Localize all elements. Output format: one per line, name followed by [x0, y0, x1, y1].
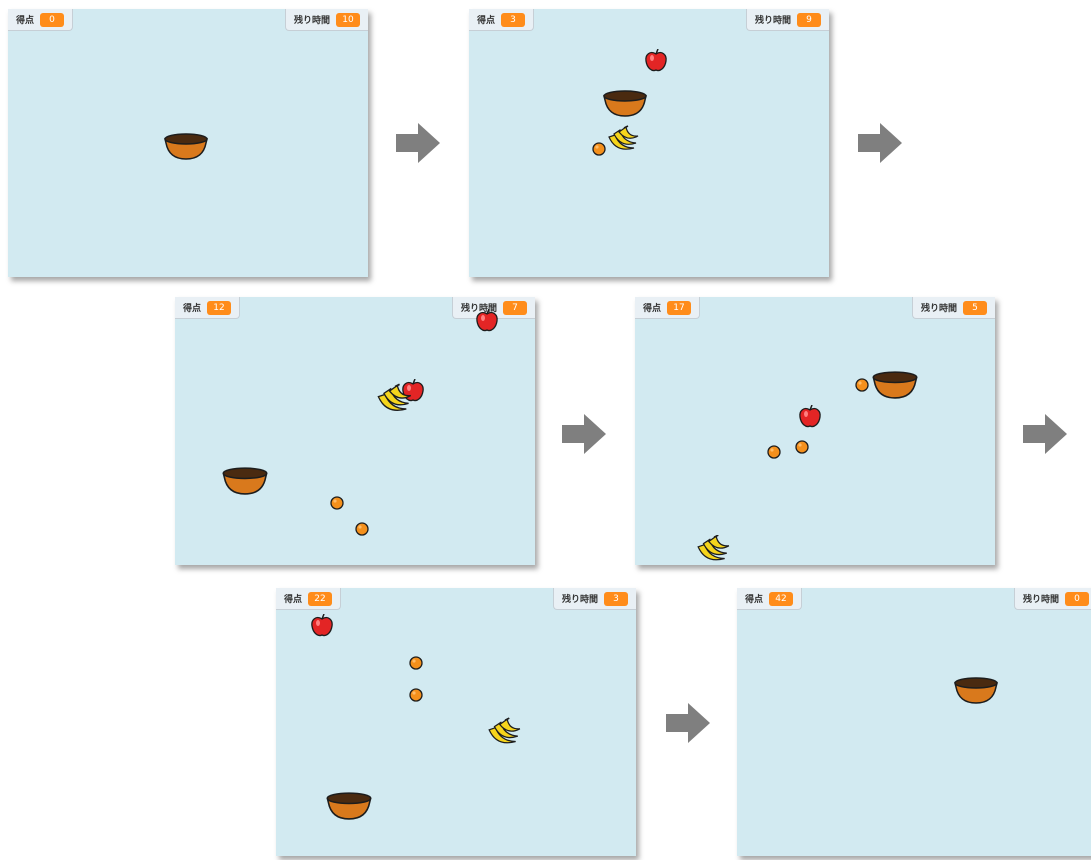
orange-icon — [767, 445, 781, 459]
orange-icon — [855, 378, 869, 392]
game-stage-frame-4[interactable]: 得点 17 残り時間 5 — [635, 297, 995, 565]
time-value: 9 — [797, 13, 821, 27]
time-value: 7 — [503, 301, 527, 315]
bowl-icon[interactable] — [325, 788, 373, 821]
score-monitor: 得点 17 — [635, 297, 700, 319]
banana-icon — [606, 124, 640, 156]
arrow-right-icon — [396, 123, 440, 163]
score-value: 0 — [40, 13, 64, 27]
banana-icon — [695, 535, 731, 565]
time-value: 0 — [1065, 592, 1089, 606]
bowl-icon[interactable] — [602, 86, 648, 118]
time-monitor: 残り時間 5 — [912, 297, 995, 319]
apple-icon — [644, 49, 668, 73]
apple-icon — [475, 309, 499, 333]
game-stage-frame-1[interactable]: 得点 0 残り時間 10 — [8, 9, 368, 277]
score-label: 得点 — [284, 592, 302, 605]
time-monitor: 残り時間 10 — [285, 9, 368, 31]
score-monitor: 得点 3 — [469, 9, 534, 31]
time-value: 3 — [604, 592, 628, 606]
time-label: 残り時間 — [755, 13, 791, 26]
score-monitor: 得点 0 — [8, 9, 73, 31]
banana-icon — [486, 717, 522, 749]
arrow-right-icon — [666, 703, 710, 743]
bowl-icon[interactable] — [221, 463, 269, 496]
score-monitor: 得点 42 — [737, 588, 802, 610]
orange-icon — [409, 688, 423, 702]
orange-icon — [330, 496, 344, 510]
game-stage-frame-5[interactable]: 得点 22 残り時間 3 — [276, 588, 636, 856]
time-monitor: 残り時間 3 — [553, 588, 636, 610]
orange-icon — [795, 440, 809, 454]
time-monitor: 残り時間 9 — [746, 9, 829, 31]
score-value: 22 — [308, 592, 332, 606]
time-monitor: 残り時間 0 — [1014, 588, 1091, 610]
score-value: 42 — [769, 592, 793, 606]
time-value: 5 — [963, 301, 987, 315]
score-value: 12 — [207, 301, 231, 315]
score-value: 17 — [667, 301, 691, 315]
orange-icon — [355, 522, 369, 536]
time-label: 残り時間 — [562, 592, 598, 605]
score-value: 3 — [501, 13, 525, 27]
apple-icon — [798, 405, 822, 429]
time-label: 残り時間 — [294, 13, 330, 26]
arrow-right-icon — [1023, 414, 1067, 454]
arrow-right-icon — [562, 414, 606, 454]
score-label: 得点 — [745, 592, 763, 605]
time-label: 残り時間 — [1023, 592, 1059, 605]
time-label: 残り時間 — [921, 301, 957, 314]
game-stage-frame-6[interactable]: 得点 42 残り時間 0 — [737, 588, 1091, 856]
banana-icon — [375, 383, 413, 417]
score-label: 得点 — [183, 301, 201, 314]
bowl-icon[interactable] — [163, 129, 209, 161]
score-label: 得点 — [16, 13, 34, 26]
game-stage-frame-2[interactable]: 得点 3 残り時間 9 — [469, 9, 829, 277]
orange-icon — [592, 142, 606, 156]
score-monitor: 得点 22 — [276, 588, 341, 610]
bowl-icon[interactable] — [953, 673, 999, 705]
score-label: 得点 — [477, 13, 495, 26]
score-monitor: 得点 12 — [175, 297, 240, 319]
time-value: 10 — [336, 13, 360, 27]
game-stage-frame-3[interactable]: 得点 12 残り時間 7 — [175, 297, 535, 565]
apple-icon — [310, 614, 334, 638]
orange-icon — [409, 656, 423, 670]
score-label: 得点 — [643, 301, 661, 314]
bowl-icon[interactable] — [871, 367, 919, 400]
arrow-right-icon — [858, 123, 902, 163]
